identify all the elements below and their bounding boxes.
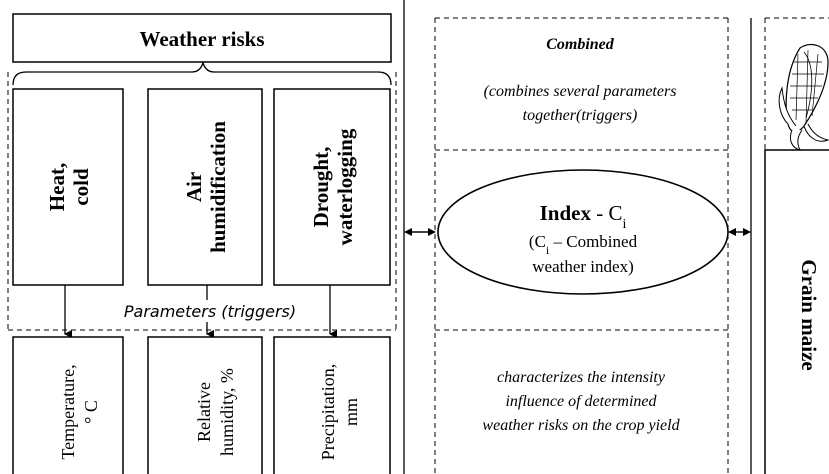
combined-desc-line1: (combines several parameters	[484, 83, 677, 100]
risk-label-air-line2: humidification	[206, 121, 230, 253]
characterizes-line2: influence of determined	[505, 393, 657, 410]
risk-label-heat-line2: cold	[69, 168, 93, 206]
risk-label-heat-line1: Heat,	[45, 163, 69, 211]
risk-label-air-line1: Air	[182, 172, 206, 202]
risk-box-heat-cold	[12, 88, 124, 286]
corn-icon	[778, 43, 829, 151]
parameter-humidity-line2: humidity, %	[217, 368, 237, 456]
risk-box-drought-waterlogging	[273, 88, 391, 286]
risk-label-drought-line1: Drought,	[309, 147, 333, 228]
index-title: Index - Ci	[540, 201, 627, 232]
parameter-humidity-line1: Relative	[194, 382, 214, 442]
weather-risks-section: Weather risks Heat, cold Air humidificat…	[7, 0, 405, 474]
combined-desc-line2: together(triggers)	[523, 107, 638, 124]
parameter-temperature-line1: Temperature,	[58, 364, 78, 459]
characterizes-line1: characterizes the intensity	[497, 369, 666, 386]
parameter-box-precipitation	[273, 336, 391, 474]
parameter-box-humidity	[147, 336, 263, 474]
parameter-precipitation-line2: mm	[341, 398, 361, 426]
index-desc-line1: (Ci – Combined	[529, 232, 638, 257]
parameters-label: Parameters (triggers)	[124, 302, 296, 321]
risk-label-drought-line2: waterlogging	[333, 128, 357, 245]
double-arrow-left	[404, 228, 436, 236]
group-brace	[12, 60, 392, 86]
weather-risks-header	[12, 13, 392, 63]
parameter-box-temperature	[12, 336, 124, 474]
crop-section: Grain maize	[750, 17, 829, 474]
crop-label: Grain maize	[797, 259, 821, 370]
index-section: Combined (combines several parameters to…	[434, 17, 729, 474]
weather-risks-title: Weather risks	[139, 27, 264, 51]
parameter-precipitation-line1: Precipitation,	[318, 364, 338, 460]
characterizes-line3: weather risks on the crop yield	[482, 417, 680, 434]
risk-box-air-humidification	[147, 88, 263, 286]
combined-title: Combined	[546, 36, 615, 53]
parameter-temperature-line2: ° C	[81, 400, 101, 424]
crop-box	[764, 149, 829, 474]
index-desc-line2: weather index)	[532, 257, 633, 276]
double-arrow-right	[728, 228, 751, 236]
